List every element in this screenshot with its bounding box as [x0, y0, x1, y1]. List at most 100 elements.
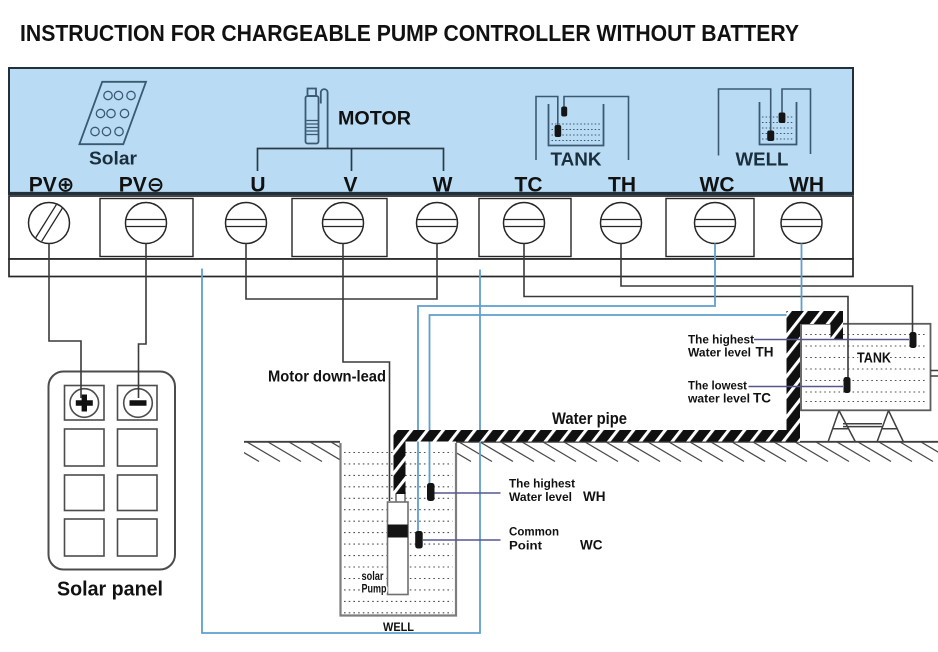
solar-panel-label: Solar panel [57, 579, 163, 601]
tank-body [800, 322, 932, 412]
terminal-screw-v [321, 201, 365, 245]
solar-icon [78, 80, 148, 146]
sensor-probe [778, 112, 786, 123]
sensor-probe [767, 130, 775, 141]
terminal-label-pv-minus: PV⊖ [119, 174, 165, 197]
solar-panel [47, 370, 176, 571]
plus-terminal-icon [75, 394, 93, 412]
screw-head [780, 201, 823, 245]
tank-label: TANK [857, 350, 891, 367]
solar-cell [63, 518, 105, 557]
wire-motor-down-lead [342, 243, 391, 501]
icon-stroke [78, 80, 148, 146]
screw-head [502, 201, 546, 245]
icon-stroke [103, 90, 113, 101]
screw-head [27, 201, 71, 245]
wire-u-w [245, 243, 438, 300]
terminal-label-u: U [250, 174, 265, 197]
screw-head [224, 201, 268, 245]
wire-pv-plus [48, 243, 82, 398]
wire-common-loop [201, 268, 481, 634]
terminal-strip [8, 195, 854, 278]
controller-terminal-panel: Solar MOTOR TANK WELL PV⊕ PV⊖ U V W TC T… [8, 67, 854, 197]
motor-bracket [256, 147, 445, 171]
wire-pv-minus [137, 243, 147, 398]
sensor-probe-wc [415, 531, 423, 549]
annotation-well-common-line2: Point [509, 541, 542, 553]
icon-stroke [319, 88, 329, 149]
icon-stroke [758, 102, 798, 146]
terminal-screw-tc [502, 201, 546, 245]
solar-cell [116, 428, 158, 467]
wire-tc [523, 243, 849, 378]
terminal-label-v: V [343, 174, 357, 197]
icon-stroke [106, 108, 116, 119]
water-pipe [393, 311, 843, 494]
annotation-tank-high-line2: Water level [688, 348, 751, 360]
sensor-probe-wh [427, 483, 435, 501]
water-pipe-segment [786, 311, 800, 442]
water-pipe-segment [830, 324, 843, 339]
terminal-screw-u [224, 201, 268, 245]
tank-stand-bar [843, 423, 882, 428]
motor-label: MOTOR [338, 108, 411, 130]
annotation-well-high-line1: The highest [509, 479, 575, 491]
terminal-label-th: TH [608, 174, 636, 197]
annotation-tank-low-line1: The lowest [688, 381, 747, 393]
motor-down-lead-label: Motor down-lead [268, 369, 386, 386]
icon-stroke [304, 95, 320, 145]
annotation-well-high-code: WH [583, 489, 606, 504]
water-pipe-label: Water pipe [552, 410, 627, 428]
icon-stroke [563, 95, 630, 160]
icon-stroke [90, 126, 100, 137]
well-icon-label: WELL [736, 150, 789, 170]
screw-head [693, 201, 737, 245]
screw-head [124, 201, 168, 245]
icon-stroke [535, 95, 559, 160]
well-sensor-icon [717, 88, 812, 156]
screw-head [599, 201, 643, 245]
icon-stroke [717, 88, 772, 156]
tank-stand [827, 410, 905, 443]
solar-cell [63, 428, 105, 467]
water-pipe-segment [786, 311, 843, 324]
sensor-probe [561, 106, 568, 117]
icon-stroke [95, 108, 106, 119]
tank-icon-label: TANK [551, 150, 602, 170]
icon-stroke [126, 90, 136, 101]
icon-stroke [119, 108, 130, 119]
annotation-well-common-code: WC [580, 538, 603, 553]
terminal-label-wc: WC [700, 174, 735, 197]
wire-wh [428, 243, 803, 484]
annotation-tank-low-line2: water level [687, 394, 750, 406]
annotation-tank-low-code: TC [753, 391, 771, 406]
terminal-screw-wh [780, 201, 823, 245]
terminal-screw-th [599, 201, 643, 245]
terminal-label-tc: TC [515, 174, 543, 197]
screw-slot [41, 208, 63, 242]
ground-hatching [244, 442, 340, 463]
page-title: INSTRUCTION FOR CHARGEABLE PUMP CONTROLL… [20, 20, 799, 46]
ground [244, 440, 938, 463]
wire-th [620, 243, 914, 333]
solar-icon-label: Solar [89, 149, 137, 169]
terminal-cell [8, 258, 854, 278]
solar-pump [386, 492, 409, 596]
annotation-well-common-line1: Common [509, 527, 559, 539]
water-pipe-segment [393, 430, 787, 442]
tank-sensor-icon [535, 95, 630, 160]
pump-body [386, 501, 409, 596]
sensor-probe [387, 524, 408, 538]
icon-stroke [547, 104, 605, 147]
solar-cell [116, 474, 158, 512]
storage-tank: TANK [800, 322, 938, 443]
tank-stand-bar [876, 410, 905, 443]
screw-head [321, 201, 365, 245]
panel-background [8, 67, 854, 195]
annotation-tank-high-code: TH [756, 345, 774, 360]
icon-stroke [101, 126, 112, 137]
pump-body [395, 492, 406, 504]
icon-stroke [781, 88, 812, 154]
solar-cell [63, 474, 105, 512]
